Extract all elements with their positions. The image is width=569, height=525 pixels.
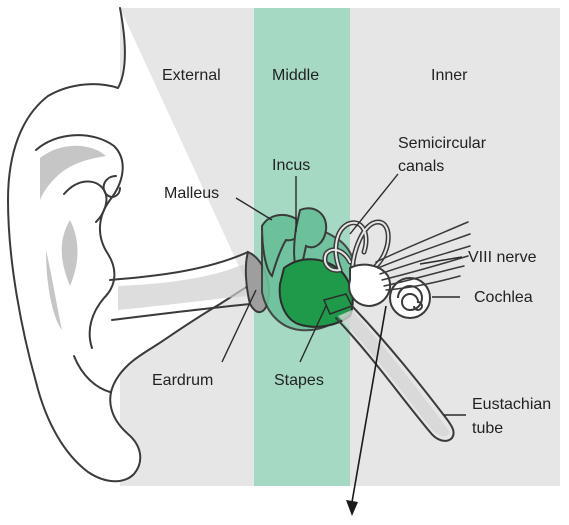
- label-stapes: Stapes: [274, 372, 324, 389]
- region-label-middle: Middle: [272, 67, 319, 84]
- label-viii-nerve: VIII nerve: [468, 249, 537, 266]
- label-eustachian-line2: tube: [472, 420, 503, 437]
- label-semicircular-line2: canals: [398, 158, 444, 175]
- region-label-inner: Inner: [431, 67, 468, 84]
- label-cochlea: Cochlea: [474, 289, 533, 306]
- label-semicircular-line1: Semicircular: [398, 135, 487, 152]
- label-eustachian-line1: Eustachian: [472, 396, 551, 413]
- region-label-external: External: [162, 67, 221, 84]
- label-incus: Incus: [272, 157, 310, 174]
- label-eardrum: Eardrum: [152, 372, 213, 389]
- label-malleus: Malleus: [164, 185, 219, 202]
